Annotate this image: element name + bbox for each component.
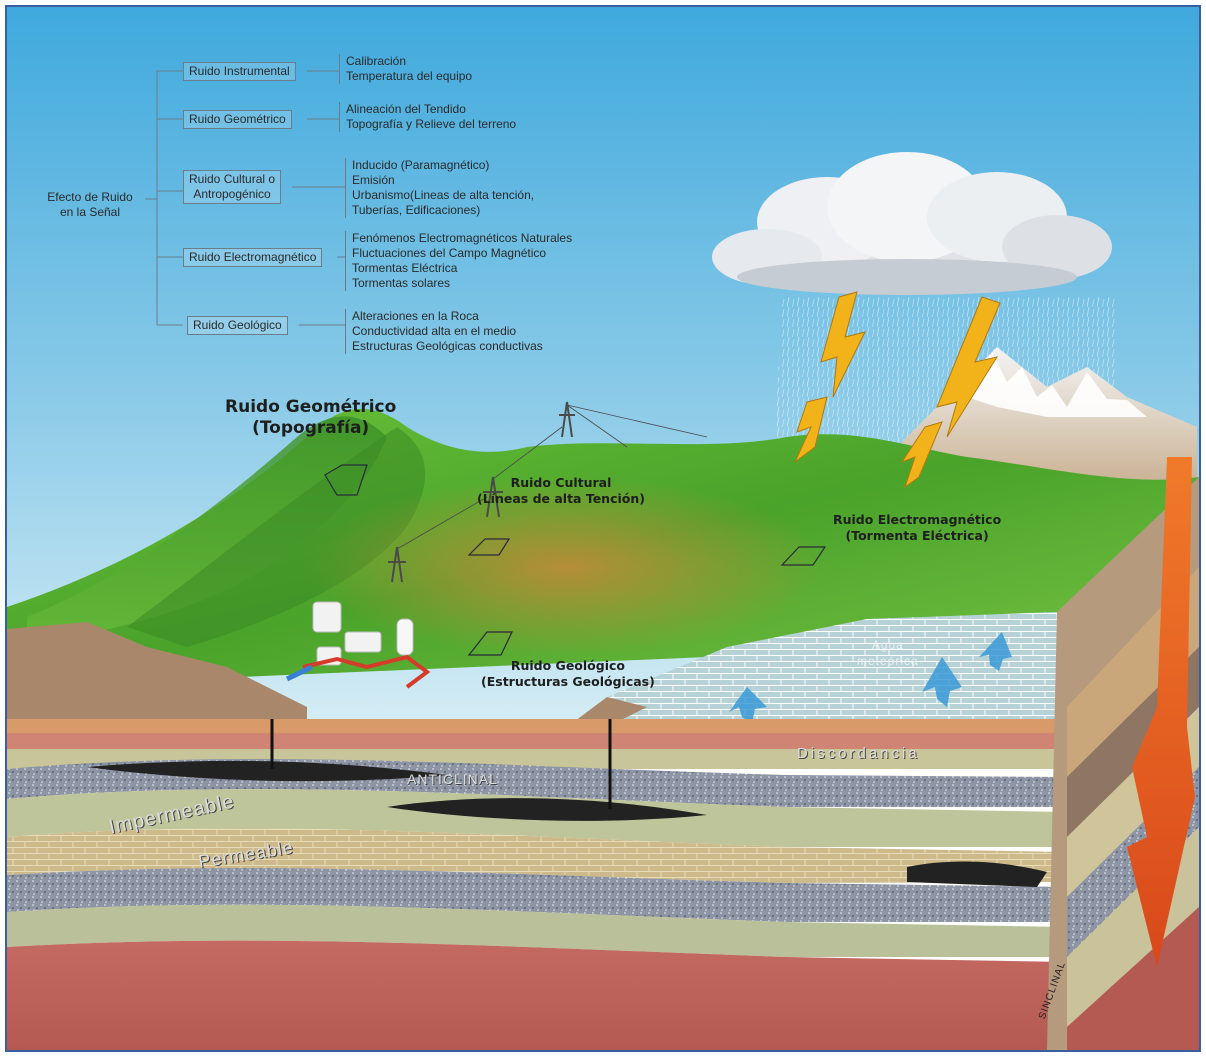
- branch-cultural: Ruido Cultural o Antropogénico: [183, 170, 282, 204]
- geology-scene: [7, 7, 1199, 1050]
- leaves-geologico: Alteraciones en la Roca Conductividad al…: [345, 309, 543, 354]
- label-ruido-electromagnetico: Ruido Electromagnético (Tormenta Eléctri…: [833, 512, 1002, 543]
- wells: [270, 719, 612, 809]
- power-towers: [388, 401, 708, 583]
- branch-electromagnetico: Ruido Electromagnético: [183, 248, 323, 267]
- label-ruido-cultural: Ruido Cultural (Líneas de alta Tención): [477, 475, 645, 506]
- strata: [7, 719, 1067, 1050]
- diagram-frame: Efecto de Ruido en la Señal Ruido Instru…: [5, 5, 1201, 1052]
- sensor-symbols: [324, 464, 827, 656]
- label-anticlinal: ANTICLINAL: [407, 771, 498, 787]
- soil-left: [7, 622, 307, 727]
- lightning-bolts: [794, 291, 1001, 489]
- branch-instrumental: Ruido Instrumental: [183, 62, 296, 81]
- label-ruido-geologico: Ruido Geológico (Estructuras Geológicas): [481, 658, 655, 689]
- leaves-instrumental: Calibración Temperatura del equipo: [339, 54, 472, 84]
- label-discordancia: Discordancia: [797, 745, 920, 762]
- branch-geometrico: Ruido Geométrico: [183, 110, 292, 129]
- label-agua-meteorica: Agua meteórica: [857, 638, 919, 668]
- branch-geologico: Ruido Geológico: [187, 316, 288, 335]
- magma-flow: [1127, 457, 1195, 967]
- tree-connectors: [145, 70, 345, 326]
- aquifer-block: [607, 612, 1067, 727]
- leaves-electromagnetico: Fenómenos Electromagnéticos Naturales Fl…: [345, 231, 572, 291]
- leaves-geometrico: Alineación del Tendido Topografía y Reli…: [339, 102, 516, 132]
- tree-root: Efecto de Ruido en la Señal: [47, 190, 133, 219]
- storm-cloud: [712, 152, 1112, 295]
- label-ruido-geometrico: Ruido Geométrico (Topografía): [225, 397, 397, 439]
- factory: [285, 601, 431, 689]
- leaves-cultural: Inducido (Paramagnético) Emisión Urbanis…: [345, 158, 534, 218]
- green-landscape: [7, 408, 1199, 687]
